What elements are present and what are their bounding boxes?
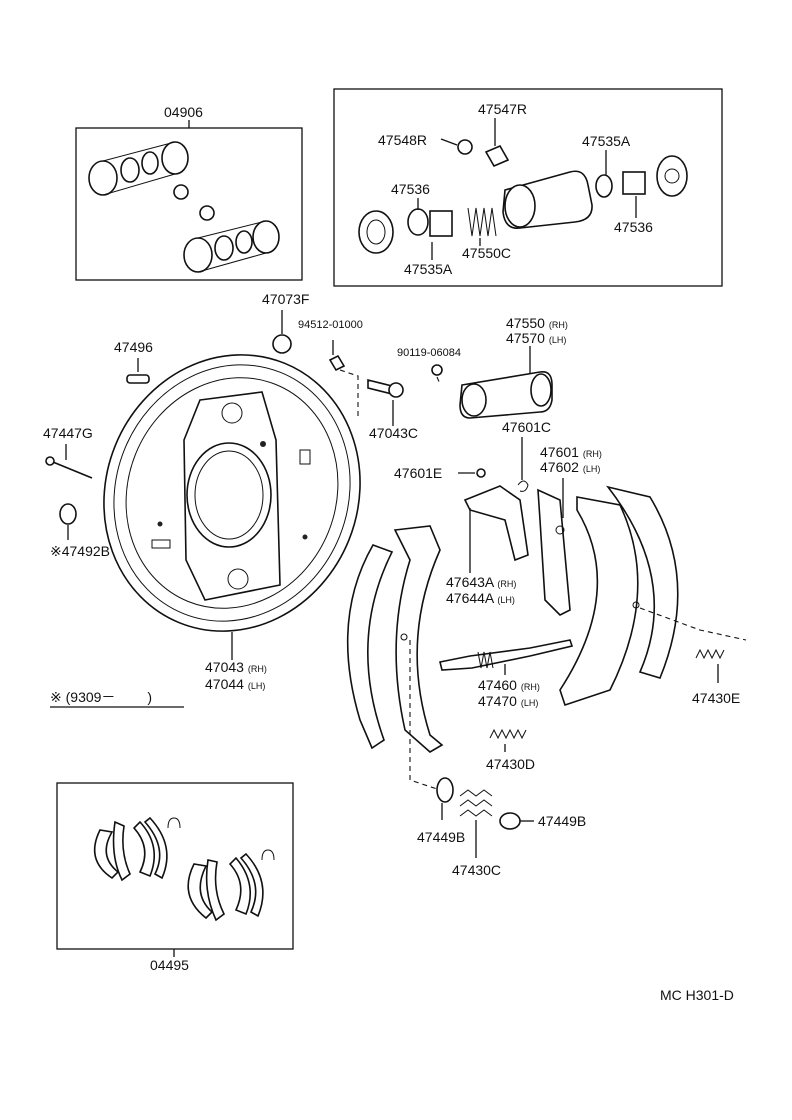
label-47536-left: 47536	[391, 181, 430, 197]
label-47043C: 47043C	[369, 425, 418, 441]
wheel-cylinder-assy-group: 47550 (RH) 47570 (LH)	[459, 315, 568, 419]
label-47492B: ※47492B	[50, 543, 110, 559]
label-47447G: 47447G	[43, 425, 93, 441]
label-47430E: 47430E	[692, 690, 740, 706]
cylinder-kit-group: 04906	[75, 104, 303, 281]
label-47449B-left: 47449B	[417, 829, 465, 845]
bottom-hardware-group: 47449B 47430C 47449B	[417, 777, 586, 878]
cup-kit-parts-lower	[183, 220, 280, 273]
shoe-kit-group: 04495	[56, 782, 294, 973]
label-47550: 47550 (RH)	[506, 315, 568, 331]
label-47535A-top: 47535A	[582, 133, 631, 149]
wheel-cylinder-box	[333, 88, 723, 287]
label-47430C: 47430C	[452, 862, 501, 878]
label-90119-06084: 90119-06084	[397, 347, 461, 359]
bolt-group: 47043C 90119-06084	[367, 347, 461, 441]
backing-plate-group: 47043 (RH) 47044 (LH)	[103, 354, 361, 692]
adjuster-group: 47601C 47601E 47601 (RH) 47602 (LH) 4764…	[394, 419, 602, 772]
label-47044: 47044 (LH)	[205, 676, 265, 692]
cup-kit-parts-upper	[88, 141, 215, 221]
wheel-cylinder-exploded-group: 47547R 47548R 47535A 47536 47536 47535A …	[333, 88, 723, 287]
note-range: ※ (9309－ )	[50, 689, 152, 705]
label-04495: 04495	[150, 957, 189, 973]
label-94512-01000: 94512-01000	[298, 319, 363, 331]
label-47570: 47570 (LH)	[506, 330, 566, 346]
footer-code: MC H301-D	[660, 987, 734, 1003]
label-47460: 47460 (RH)	[478, 677, 540, 693]
label-47601C: 47601C	[502, 419, 551, 435]
label-47601E: 47601E	[394, 465, 442, 481]
label-47449B-right: 47449B	[538, 813, 586, 829]
label-47602: 47602 (LH)	[540, 459, 600, 475]
label-47601: 47601 (RH)	[540, 444, 602, 460]
label-47073F: 47073F	[262, 291, 309, 307]
label-47470: 47470 (LH)	[478, 693, 538, 709]
label-47043: 47043 (RH)	[205, 659, 267, 675]
label-47496: 47496	[114, 339, 153, 355]
label-47536-right: 47536	[614, 219, 653, 235]
label-47535A-bottom: 47535A	[404, 261, 453, 277]
label-47644A: 47644A (LH)	[446, 590, 515, 606]
left-hardware-group: 47073F 94512-01000 47496 47447G ※47492B …	[43, 291, 363, 708]
shoe-kit-box	[56, 782, 294, 950]
label-47548R: 47548R	[378, 132, 427, 148]
label-47547R: 47547R	[478, 101, 527, 117]
label-04906: 04906	[164, 104, 203, 120]
label-47430D: 47430D	[486, 756, 535, 772]
label-47643A: 47643A (RH)	[446, 574, 516, 590]
brake-shoes-group: 47430E	[346, 485, 747, 791]
label-47550C: 47550C	[462, 245, 511, 261]
